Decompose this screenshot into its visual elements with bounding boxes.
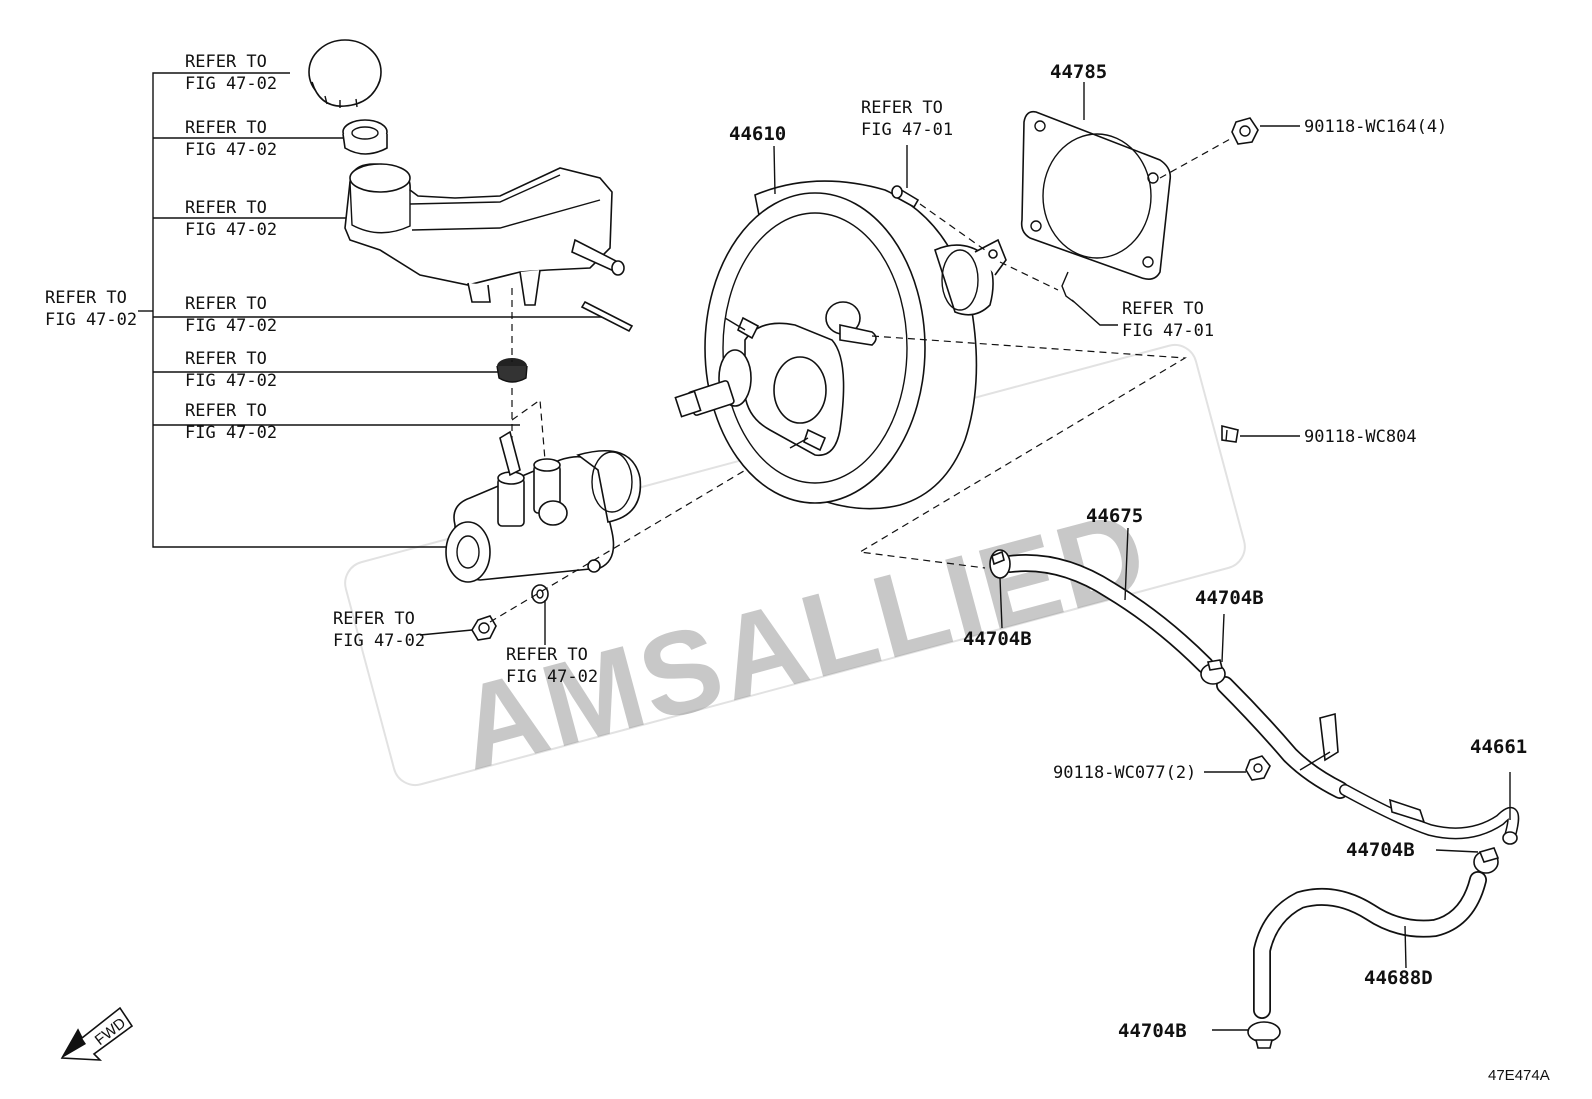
strainer-ring <box>342 119 388 155</box>
fwd-arrow-icon: FWD <box>60 1006 134 1061</box>
clevis-pin <box>891 185 920 209</box>
refer-group-2: FIG 47-02 <box>45 310 137 330</box>
refer-clip-1: REFER TO <box>1122 299 1204 319</box>
refer-pin-1: REFER TO <box>185 294 267 314</box>
booster-gasket <box>1020 110 1172 280</box>
lower-hose <box>1253 871 1487 1019</box>
refer-grommet-1: REFER TO <box>185 349 267 369</box>
gasket-nut <box>1231 117 1259 145</box>
pn-tube: 44661 <box>1470 736 1527 758</box>
refer-cylinder-1: REFER TO <box>185 401 267 421</box>
reservoir-tank <box>344 163 625 306</box>
pn-booster: 44610 <box>729 123 786 145</box>
brake-booster <box>674 180 1007 510</box>
figure-code: 47E474A <box>1488 1067 1550 1084</box>
pn-clamp-c: 44704B <box>1346 839 1415 861</box>
refer-grommet-2: FIG 47-02 <box>185 371 277 391</box>
refer-nut-1: REFER TO <box>333 609 415 629</box>
pn-hose-main: 44675 <box>1086 505 1143 527</box>
clamp-b <box>1200 659 1226 685</box>
refer-washer-2: FIG 47-02 <box>506 667 598 687</box>
vacuum-tube <box>1299 712 1520 845</box>
refer-reservoir-1: REFER TO <box>185 198 267 218</box>
clamp-d <box>1247 1021 1281 1049</box>
pn-clamp-b: 44704B <box>1195 587 1264 609</box>
pn-bracket-nut: 90118-WC077(2) <box>1053 763 1196 783</box>
refer-strainer-1: REFER TO <box>185 118 267 138</box>
refer-clevis-2: FIG 47-01 <box>861 120 953 140</box>
clamp-a <box>989 549 1011 579</box>
refer-nut-2: FIG 47-02 <box>333 631 425 651</box>
pn-clamp-d: 44704B <box>1118 1020 1187 1042</box>
clamp-c <box>1473 847 1500 874</box>
refer-clip-2: FIG 47-01 <box>1122 321 1214 341</box>
refer-group-1: REFER TO <box>45 288 127 308</box>
refer-cap-2: FIG 47-02 <box>185 74 277 94</box>
pn-nut-top: 90118-WC164(4) <box>1304 117 1447 137</box>
refer-reservoir-2: FIG 47-02 <box>185 220 277 240</box>
refer-pin-2: FIG 47-02 <box>185 316 277 336</box>
pn-hose-lower: 44688D <box>1364 967 1433 989</box>
grommet <box>496 358 528 383</box>
bracket-nut <box>1245 755 1271 781</box>
vacuum-hose <box>1001 554 1349 799</box>
refer-cap-1: REFER TO <box>185 52 267 72</box>
refer-washer-1: REFER TO <box>506 645 588 665</box>
pn-clamp-a: 44704B <box>963 628 1032 650</box>
bolt <box>1221 424 1239 443</box>
refer-cylinder-2: FIG 47-02 <box>185 423 277 443</box>
group-bracket <box>138 72 612 548</box>
cylinder-nut <box>471 615 497 641</box>
reservoir-pin <box>580 300 634 333</box>
refer-strainer-2: FIG 47-02 <box>185 140 277 160</box>
clip <box>1061 271 1075 303</box>
pn-bolt: 90118-WC804 <box>1304 427 1417 447</box>
reservoir-cap <box>308 39 382 108</box>
master-cylinder <box>445 430 642 583</box>
refer-clevis-1: REFER TO <box>861 98 943 118</box>
pn-gasket: 44785 <box>1050 61 1107 83</box>
